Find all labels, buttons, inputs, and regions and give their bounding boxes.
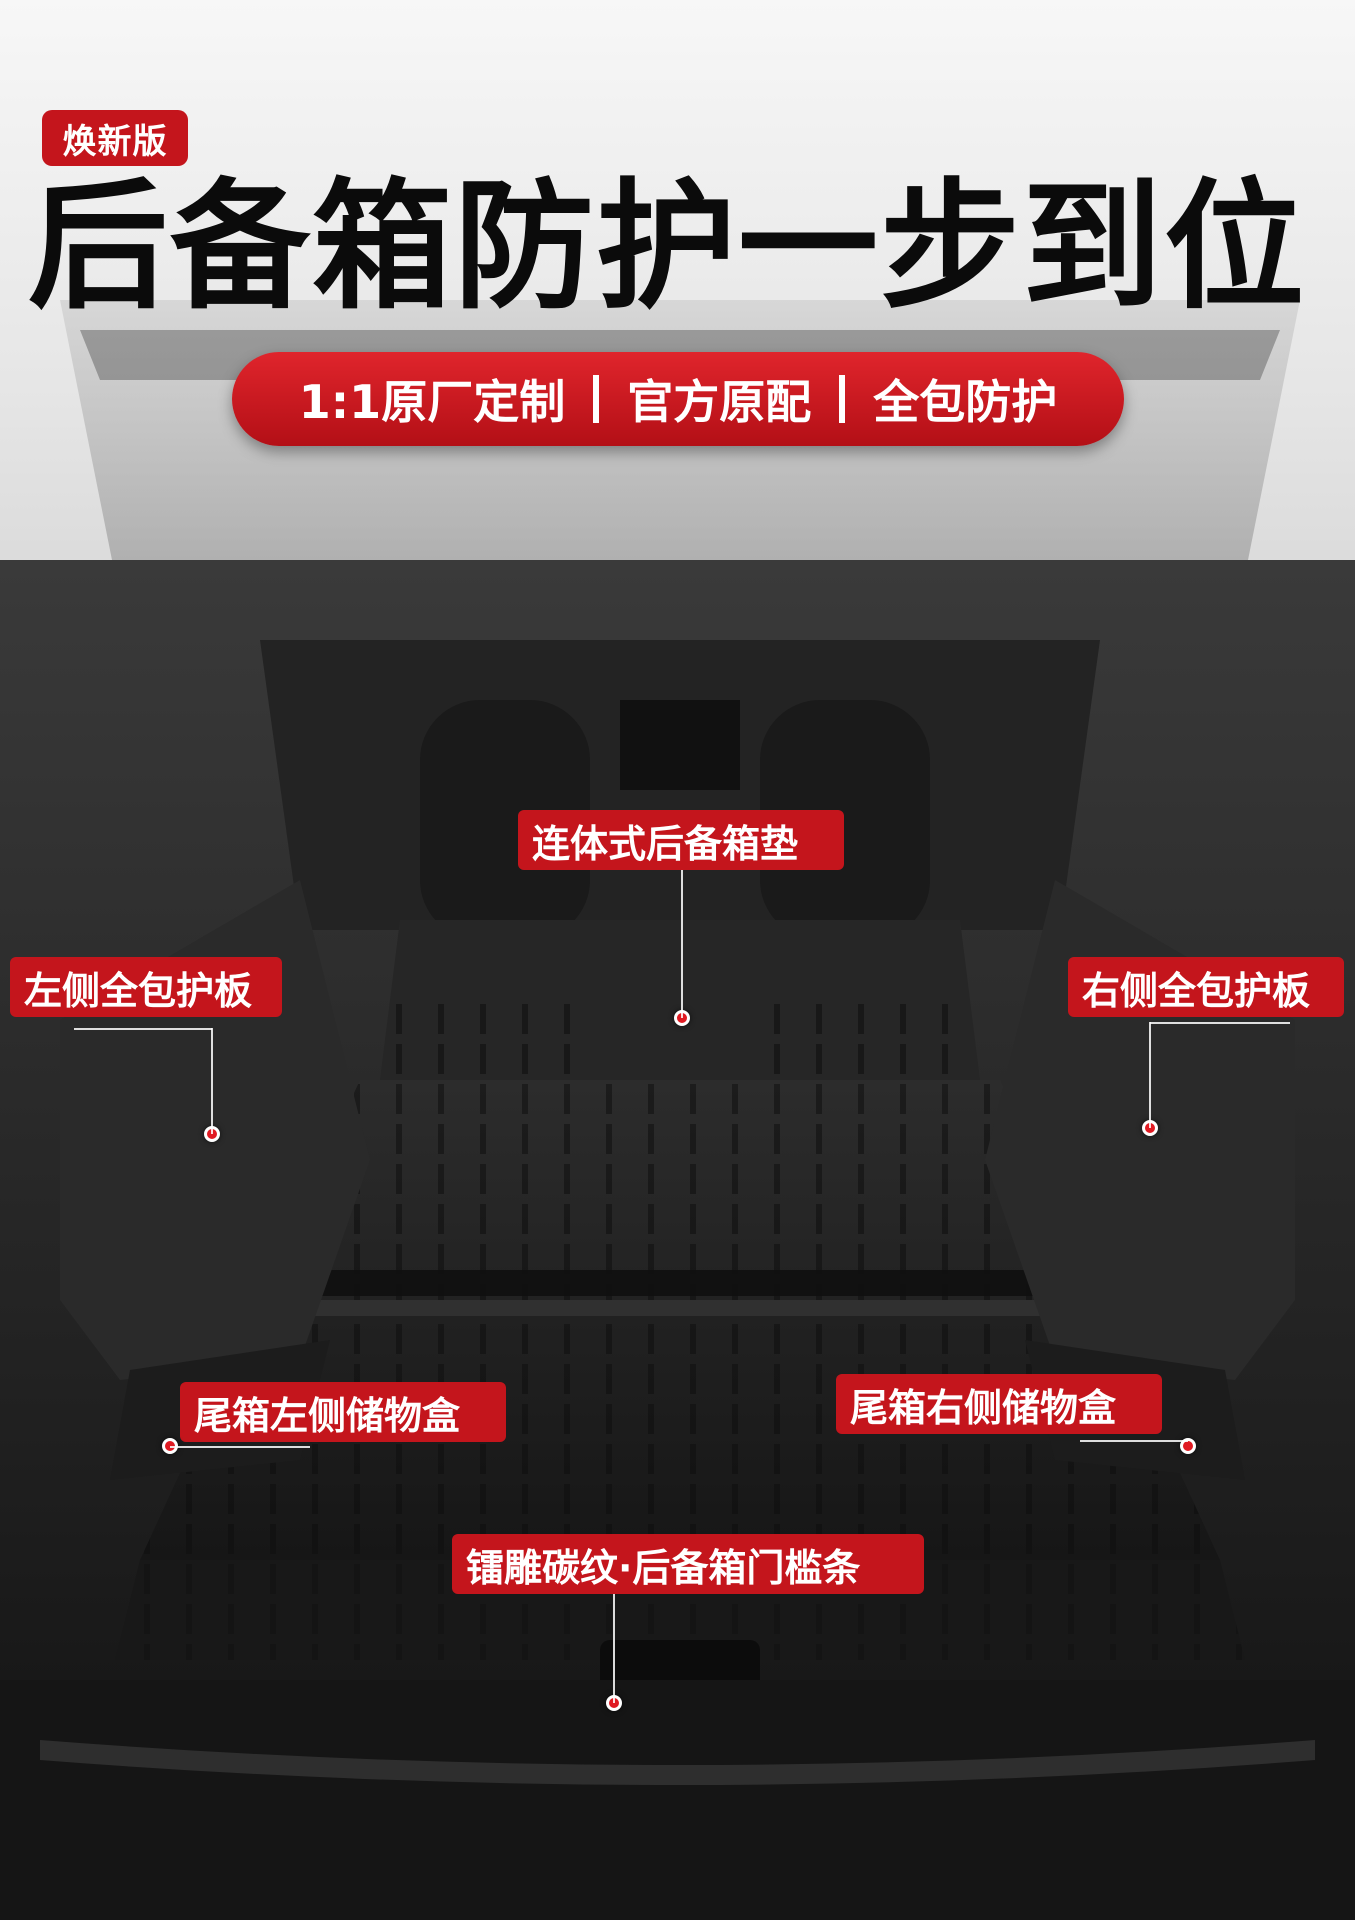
feature-pill: 1:1原厂定制 官方原配 全包防护 (232, 352, 1124, 446)
callout-left-panel: 左侧全包护板 (10, 957, 282, 1017)
headline: 后备箱防护一步到位 (28, 166, 1307, 329)
left-seat (420, 700, 590, 940)
pill-separator (593, 375, 600, 423)
right-seat (760, 700, 930, 940)
pin-right-storage (1180, 1438, 1196, 1454)
feature-custom-fit: 1:1原厂定制 (298, 375, 566, 429)
feature-full-protection: 全包防护 (873, 375, 1058, 429)
callout-door-sill: 镭雕碳纹·后备箱门槛条 (452, 1534, 924, 1594)
leader-right-panel-v (1149, 1022, 1151, 1128)
feature-official: 官方原配 (627, 375, 812, 429)
leader-right-storage (1080, 1440, 1188, 1442)
callout-center-mat: 连体式后备箱垫 (518, 810, 844, 870)
leader-left-storage (170, 1446, 310, 1448)
leader-center-mat (681, 870, 683, 1018)
callout-left-storage: 尾箱左侧储物盒 (180, 1382, 506, 1442)
callout-right-storage: 尾箱右侧储物盒 (836, 1374, 1162, 1434)
leader-door-sill (613, 1594, 615, 1703)
leader-right-panel (1150, 1022, 1290, 1024)
pill-separator (839, 375, 846, 423)
leader-left-panel (74, 1028, 212, 1030)
center-screen (620, 700, 740, 790)
callout-right-panel: 右侧全包护板 (1068, 957, 1344, 1017)
new-edition-badge: 焕新版 (42, 110, 188, 166)
leader-left-panel-v (211, 1028, 213, 1134)
